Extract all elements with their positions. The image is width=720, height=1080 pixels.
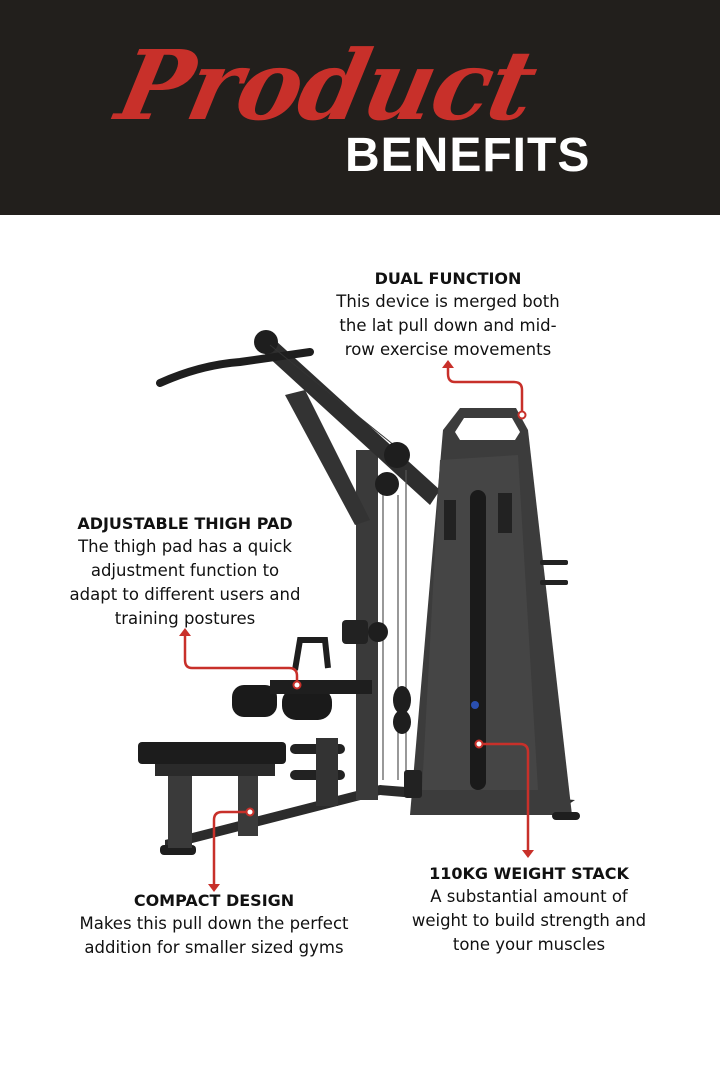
callout-line: the lat pull down and mid- bbox=[339, 316, 557, 335]
callout-line: A substantial amount of bbox=[430, 887, 628, 906]
callout-heading: 110KG WEIGHT STACK bbox=[429, 864, 629, 883]
callout-line: row exercise movements bbox=[344, 340, 552, 359]
callout-line: weight to build strength and bbox=[411, 911, 647, 930]
callout-line: This device is merged both bbox=[336, 292, 560, 311]
callout-weight-stack: 110KG WEIGHT STACK A substantial amount … bbox=[398, 863, 660, 957]
header-banner: Product BENEFITS bbox=[0, 0, 720, 215]
callout-line: Makes this pull down the perfect bbox=[79, 914, 349, 933]
callout-line: addition for smaller sized gyms bbox=[84, 938, 344, 957]
callout-compact-design: COMPACT DESIGN Makes this pull down the … bbox=[64, 890, 364, 960]
title-benefits: BENEFITS bbox=[345, 129, 591, 182]
callout-line: tone your muscles bbox=[452, 935, 606, 954]
callout-dual-function: DUAL FUNCTION This device is merged both… bbox=[318, 268, 578, 362]
callout-heading: COMPACT DESIGN bbox=[133, 891, 295, 910]
callout-line: adapt to different users and bbox=[69, 585, 301, 604]
callout-line: The thigh pad has a quick bbox=[78, 537, 292, 556]
callout-heading: DUAL FUNCTION bbox=[374, 269, 522, 288]
callout-line: adjustment function to bbox=[90, 561, 280, 580]
callout-line: training postures bbox=[114, 609, 256, 628]
callout-adjustable-thigh-pad: ADJUSTABLE THIGH PAD The thigh pad has a… bbox=[50, 513, 320, 631]
callout-heading: ADJUSTABLE THIGH PAD bbox=[77, 514, 293, 533]
